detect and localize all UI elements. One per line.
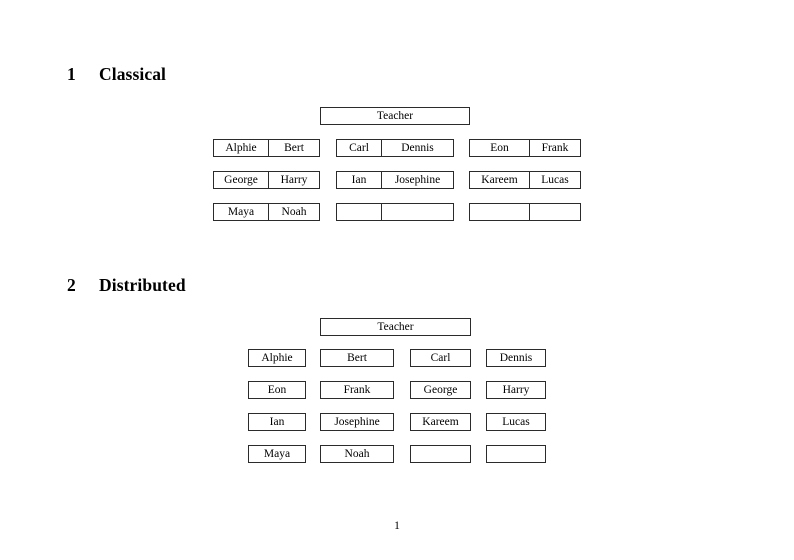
classical-cell: Frank: [529, 140, 580, 156]
classical-pair-group: Alphie Bert: [213, 139, 320, 157]
classical-cell: Ian: [351, 174, 367, 186]
classical-cell-empty: [529, 204, 580, 220]
classical-cell: Eon: [490, 142, 509, 154]
distributed-teacher-label: Teacher: [377, 321, 414, 333]
classical-cell: Dennis: [381, 140, 453, 156]
classical-pair-group: George Harry: [213, 171, 320, 189]
classical-cell: Noah: [268, 204, 319, 220]
section-heading-distributed: 2 Distributed: [67, 275, 186, 296]
distributed-cell: Carl: [410, 349, 471, 367]
classical-cell: Josephine: [381, 172, 453, 188]
classical-pair-group: Eon Frank: [469, 139, 581, 157]
section-heading-classical: 1 Classical: [67, 64, 166, 85]
distributed-cell: Noah: [320, 445, 394, 463]
classical-pair-group: Kareem Lucas: [469, 171, 581, 189]
distributed-cell: Kareem: [410, 413, 471, 431]
classical-cell-empty: [337, 204, 381, 220]
distributed-cell: Ian: [248, 413, 306, 431]
distributed-cell: George: [410, 381, 471, 399]
classical-pair-group-empty: [469, 203, 581, 221]
distributed-cell: Frank: [320, 381, 394, 399]
section-title: Classical: [99, 64, 167, 84]
classical-cell: Bert: [268, 140, 319, 156]
distributed-teacher-box: Teacher: [320, 318, 471, 336]
distributed-cell: Eon: [248, 381, 306, 399]
classical-cell: Kareem: [481, 174, 518, 186]
classical-cell: Harry: [268, 172, 319, 188]
classical-cell-empty: [470, 204, 529, 220]
classical-cell: Maya: [227, 206, 255, 218]
page-number: 1: [394, 520, 400, 532]
classical-cell: Carl: [349, 142, 369, 154]
section-number: 2: [67, 275, 76, 295]
distributed-cell: Maya: [248, 445, 306, 463]
classical-teacher-label: Teacher: [376, 110, 414, 122]
distributed-cell-empty: [410, 445, 471, 463]
classical-cell: George: [224, 174, 258, 186]
distributed-cell: Alphie: [248, 349, 306, 367]
classical-cell: Alphie: [225, 142, 257, 154]
distributed-cell: Bert: [320, 349, 394, 367]
classical-pair-group-empty: [336, 203, 454, 221]
classical-cell: Lucas: [529, 172, 580, 188]
classical-cell-empty: [381, 204, 453, 220]
section-number: 1: [67, 64, 76, 84]
classical-teacher-box: Teacher: [320, 107, 470, 125]
classical-pair-group: Ian Josephine: [336, 171, 454, 189]
classical-pair-group: Maya Noah: [213, 203, 320, 221]
distributed-cell: Harry: [486, 381, 546, 399]
distributed-cell: Dennis: [486, 349, 546, 367]
distributed-cell: Josephine: [320, 413, 394, 431]
distributed-cell-empty: [486, 445, 546, 463]
section-title: Distributed: [99, 275, 186, 295]
classical-pair-group: Carl Dennis: [336, 139, 454, 157]
distributed-cell: Lucas: [486, 413, 546, 431]
